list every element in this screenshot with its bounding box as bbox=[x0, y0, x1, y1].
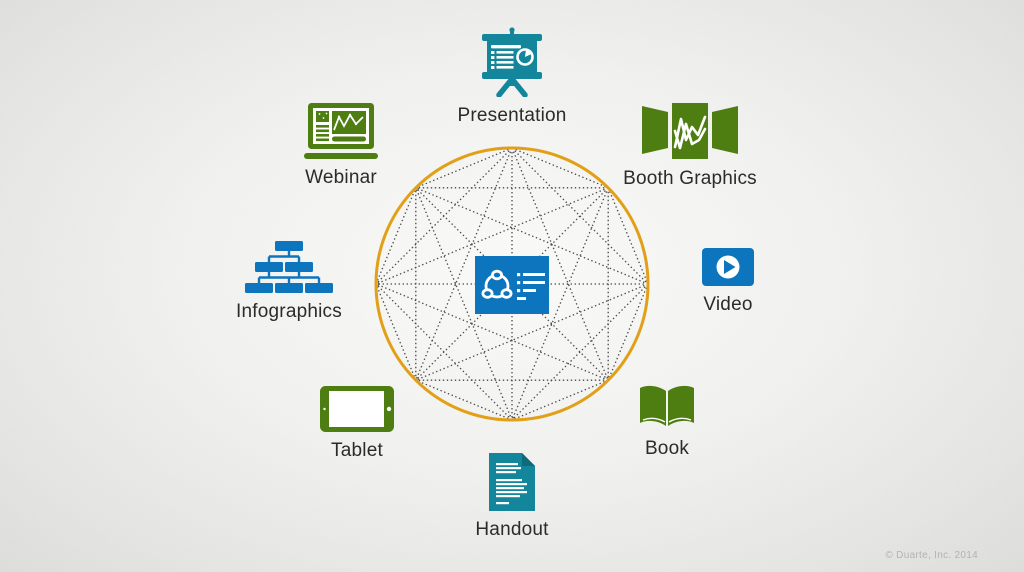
infographic-org-chart-icon bbox=[245, 241, 333, 293]
tablet-icon bbox=[320, 386, 394, 432]
item-label-infographics: Infographics bbox=[236, 301, 342, 322]
network-edge bbox=[415, 147, 513, 189]
item-label-tablet: Tablet bbox=[331, 440, 383, 461]
item-tablet: Tablet bbox=[297, 386, 417, 462]
item-label-video: Video bbox=[703, 294, 753, 315]
item-label-book: Book bbox=[644, 438, 690, 459]
network-edge bbox=[511, 147, 609, 189]
copyright-notice: © Duarte, Inc. 2014 bbox=[885, 550, 978, 561]
item-handout: Handout bbox=[452, 453, 572, 541]
item-label-handout: Handout bbox=[475, 519, 549, 540]
network-edge bbox=[375, 283, 513, 421]
share-list-icon bbox=[475, 256, 549, 314]
item-booth-graphics: Booth Graphics bbox=[605, 102, 775, 190]
network-edge bbox=[511, 147, 649, 285]
network-edge bbox=[375, 187, 417, 285]
open-book-icon bbox=[640, 385, 694, 426]
orange-ring bbox=[374, 146, 650, 422]
booth-graphics-icon bbox=[642, 103, 738, 159]
network-edge bbox=[511, 283, 649, 421]
item-infographics: Infographics bbox=[214, 241, 364, 323]
handout-document-icon bbox=[489, 453, 535, 511]
item-video: Video bbox=[668, 248, 788, 316]
item-label-webinar: Webinar bbox=[305, 167, 377, 188]
item-webinar: Webinar bbox=[271, 103, 411, 189]
video-play-icon bbox=[702, 248, 754, 286]
item-presentation: Presentation bbox=[427, 27, 597, 127]
network-edge bbox=[607, 283, 649, 381]
item-book: Book bbox=[607, 384, 727, 460]
network-edge bbox=[415, 379, 513, 421]
network-edge bbox=[375, 283, 417, 381]
webinar-laptop-icon bbox=[304, 103, 378, 159]
network-edge bbox=[607, 187, 649, 285]
presentation-easel-icon bbox=[482, 27, 542, 97]
item-label-presentation: Presentation bbox=[457, 105, 567, 126]
item-label-booth-graphics: Booth Graphics bbox=[623, 168, 757, 189]
network-edge bbox=[511, 379, 609, 421]
